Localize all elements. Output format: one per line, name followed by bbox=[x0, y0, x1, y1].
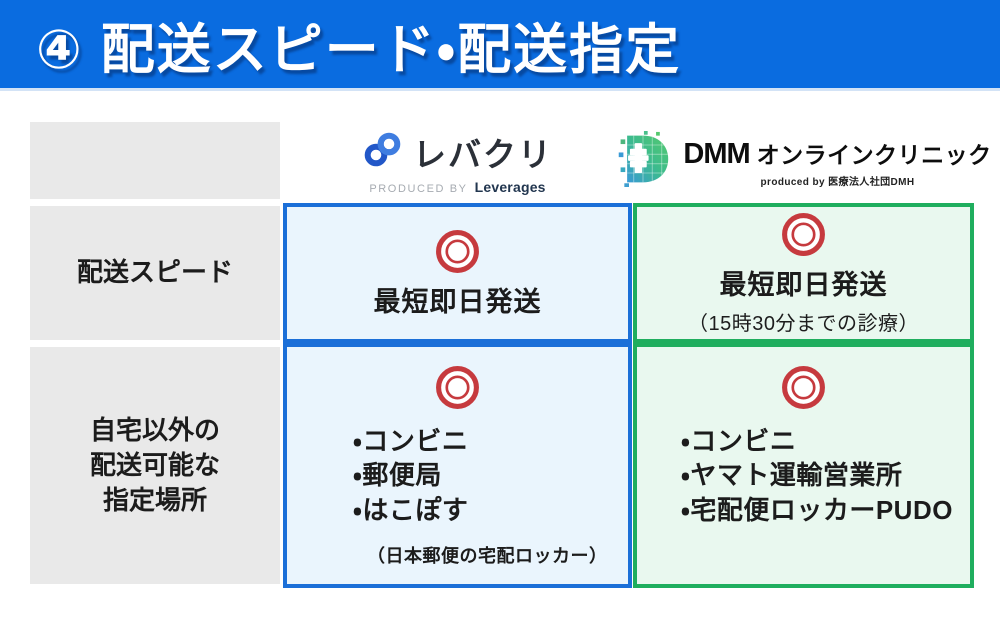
delivery-speed-note: （15時30分までの診療） bbox=[688, 312, 919, 335]
table-corner-cell bbox=[30, 122, 280, 199]
row-label-line: 配送可能な bbox=[89, 449, 220, 480]
double-circle-icon bbox=[287, 364, 628, 411]
row-label-delivery-locations: 自宅以外の 配送可能な 指定場所 bbox=[30, 347, 280, 584]
cell-levacli-pickup-locations: ・コンビニ ・郵便局 ・はこぽす （日本郵便の宅配ロッカー） bbox=[283, 343, 632, 588]
dmm-logo-text-rest: オンラインクリニック bbox=[756, 141, 992, 168]
dmm-mosaic-d-cross-icon bbox=[615, 130, 671, 193]
double-circle-icon bbox=[434, 228, 481, 275]
levacli-tagline-prefix: PRODUCED BY bbox=[369, 183, 468, 195]
levacli-logo-text: レバクリ bbox=[413, 136, 553, 173]
cell-levacli-delivery-speed: 最短即日発送 bbox=[283, 203, 632, 343]
list-item: ・コンビニ bbox=[681, 426, 797, 456]
list-item: ・郵便局 bbox=[353, 460, 442, 491]
row-label-delivery-speed: 配送スピード bbox=[30, 206, 280, 340]
list-item: ・コンビニ bbox=[353, 426, 469, 456]
list-item: ・宅配便ロッカーPUDO bbox=[681, 494, 953, 525]
pickup-location-list: ・コンビニ ・ヤマト運輸営業所 ・宅配便ロッカーPUDO bbox=[681, 424, 970, 527]
row-label-line: 自宅以外の bbox=[89, 414, 220, 445]
column-header-dmm: DMM オンラインクリニック produced by 医療法人社団DMH bbox=[619, 122, 991, 201]
double-circle-icon bbox=[637, 364, 970, 411]
dmm-tagline: produced by 医療法人社団DMH bbox=[760, 176, 915, 188]
double-circle-icon bbox=[780, 211, 827, 258]
page-header: ④ 配送スピード・配送指定 bbox=[0, 0, 1000, 88]
dmm-logo-text: DMM bbox=[683, 137, 750, 170]
cell-dmm-pickup-locations: ・コンビニ ・ヤマト運輸営業所 ・宅配便ロッカーPUDO bbox=[633, 343, 974, 588]
levacli-tagline-brand: Leverages bbox=[474, 179, 546, 195]
row-label-text: 配送スピード bbox=[76, 257, 233, 288]
levacli-chain-link-icon bbox=[362, 132, 404, 173]
delivery-speed-value: 最短即日発送 bbox=[373, 286, 542, 317]
page-title: ④ 配送スピード・配送指定 bbox=[36, 19, 682, 80]
delivery-speed-value: 最短即日発送 bbox=[719, 269, 888, 300]
pickup-location-list: ・コンビニ ・郵便局 ・はこぽす bbox=[353, 424, 628, 527]
row-label-line: 指定場所 bbox=[102, 485, 207, 516]
cell-dmm-delivery-speed: 最短即日発送 （15時30分までの診療） bbox=[633, 203, 974, 343]
pickup-location-note: （日本郵便の宅配ロッカー） bbox=[367, 545, 608, 566]
column-header-levacli: レバクリ PRODUCED BY Leverages bbox=[283, 122, 632, 201]
list-item: ・ヤマト運輸営業所 bbox=[681, 460, 903, 491]
list-item: ・はこぽす bbox=[353, 494, 469, 525]
